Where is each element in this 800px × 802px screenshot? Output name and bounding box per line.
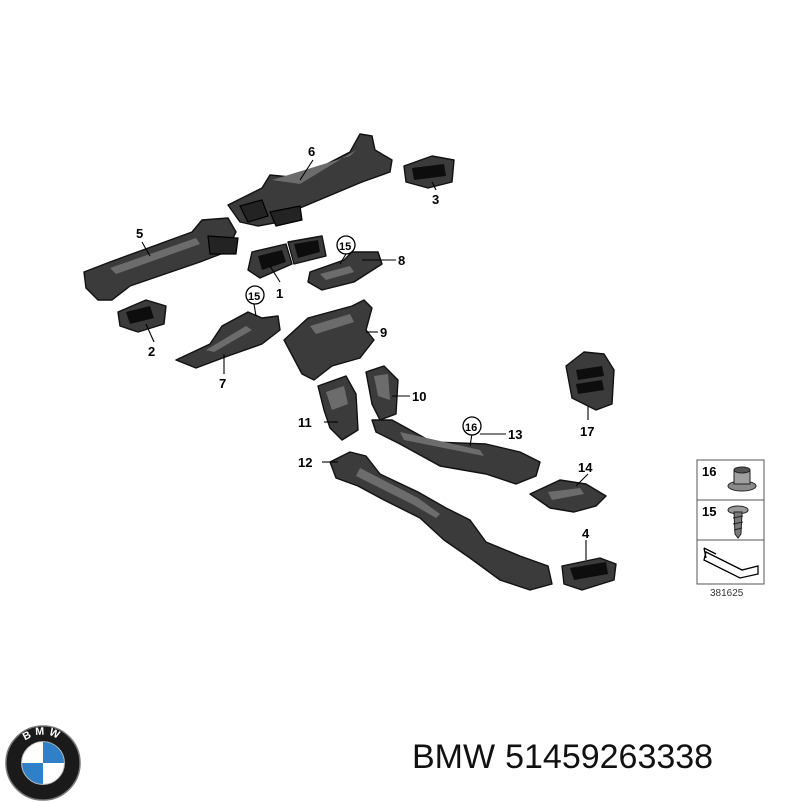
callout-6: 6 [308, 144, 315, 159]
part-14-duct [529, 479, 607, 513]
part-3-vent [403, 155, 455, 189]
part-10-duct [365, 365, 399, 421]
part-1-center-vents [247, 235, 327, 279]
nut-icon [727, 466, 757, 492]
callout-15b: 15 [248, 291, 260, 303]
part-7-duct [175, 311, 281, 369]
fastener-legend: 16 15 381625 [696, 459, 765, 599]
parts-diagram: 6 3 5 1 15 8 2 15 7 9 10 11 12 16 13 14 … [83, 133, 765, 599]
callout-10: 10 [412, 389, 426, 404]
callout-9: 9 [380, 325, 387, 340]
part-12-long-duct [329, 451, 553, 591]
callout-16: 16 [465, 422, 477, 434]
diagram-reference-number: 381625 [710, 588, 744, 599]
brand-name: BMW [412, 738, 496, 776]
callout-5: 5 [136, 226, 143, 241]
callout-11: 11 [298, 415, 312, 430]
part-2-vent [117, 299, 167, 333]
part-number: 51459263338 [505, 738, 714, 776]
callout-15a: 15 [339, 241, 351, 253]
callout-1: 1 [276, 286, 283, 301]
callout-2: 2 [148, 344, 155, 359]
callout-14: 14 [578, 460, 593, 475]
part-13-duct [371, 419, 541, 485]
leader-lines [141, 159, 589, 560]
callouts: 6 3 5 1 15 8 2 15 7 9 10 11 12 16 13 14 … [136, 144, 594, 541]
callout-4: 4 [582, 526, 590, 541]
callout-8: 8 [398, 253, 405, 268]
callout-15b-circle [245, 285, 265, 305]
part-5-left-duct [83, 217, 239, 301]
callout-12: 12 [298, 455, 312, 470]
part-6-center-duct [227, 133, 393, 227]
callout-3: 3 [432, 192, 439, 207]
callout-16-circle [462, 416, 482, 436]
callout-17: 17 [580, 424, 594, 439]
bmw-logo-letters: BMW [21, 725, 65, 743]
callout-15a-circle [336, 235, 356, 255]
part-8-duct [307, 251, 383, 291]
mounting-symbol-icon [703, 547, 759, 579]
bmw-logo: BMW [5, 725, 81, 801]
part-17-vent [565, 351, 615, 411]
part-11-duct [317, 375, 359, 441]
callout-13: 13 [508, 427, 522, 442]
legend-16-label: 16 [702, 464, 716, 479]
screw-icon [727, 505, 749, 539]
legend-15-label: 15 [702, 504, 716, 519]
callout-7: 7 [219, 376, 226, 391]
part-4-vent [561, 557, 617, 591]
part-9-duct [283, 299, 375, 381]
